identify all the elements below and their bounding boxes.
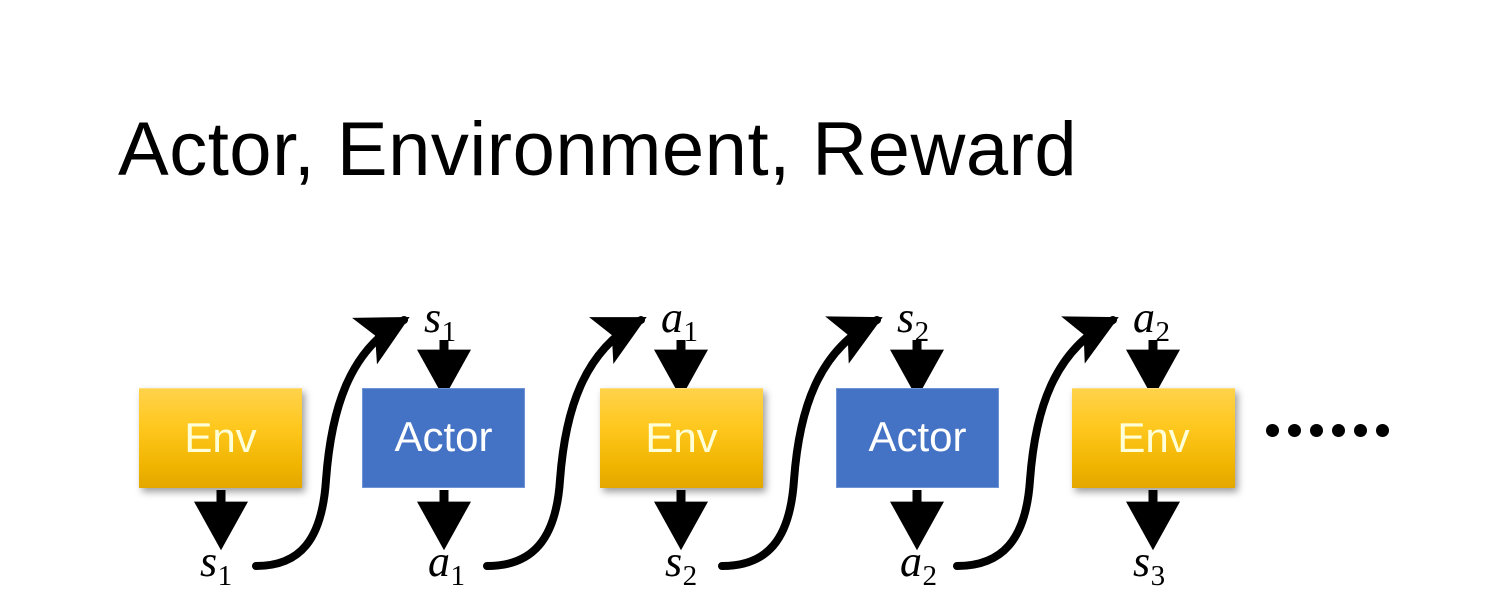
node-box-env-2[interactable]: Env (600, 388, 763, 488)
node-box-actor-2[interactable]: Actor (836, 388, 999, 488)
symbol: s (897, 293, 915, 342)
node-label: Env (1117, 413, 1190, 461)
symbol: a (900, 537, 922, 586)
math-label-bottom-s1: s1 (200, 540, 232, 591)
ellipsis-dot (1266, 424, 1279, 437)
node-label: Actor (868, 413, 967, 460)
symbol: s (665, 537, 683, 586)
ellipsis-dot (1376, 424, 1389, 437)
ellipsis-dot (1354, 424, 1367, 437)
ellipsis-dot (1332, 424, 1345, 437)
subscript: 2 (1155, 316, 1171, 349)
node-box-env-1[interactable]: Env (139, 388, 302, 488)
ellipsis-dot-group (1266, 424, 1323, 437)
symbol: s (200, 537, 218, 586)
symbol: a (661, 293, 683, 342)
math-label-bottom-s3: s3 (1133, 540, 1165, 591)
ellipsis-dot (1288, 424, 1301, 437)
math-label-bottom-s2: s2 (665, 540, 697, 591)
math-label-top-a1: a1 (661, 296, 698, 347)
symbol: a (428, 537, 450, 586)
subscript: 1 (683, 316, 699, 349)
math-label-bottom-a2: a2 (900, 540, 937, 591)
subscript: 2 (682, 560, 698, 593)
subscript: 3 (1150, 560, 1166, 593)
node-box-env-3[interactable]: Env (1072, 388, 1235, 488)
math-label-top-a2: a2 (1133, 296, 1170, 347)
subscript: 2 (914, 316, 930, 349)
math-label-top-s2: s2 (897, 296, 929, 347)
ellipsis-continuation (1266, 424, 1389, 437)
subscript: 1 (217, 560, 233, 593)
node-label: Env (184, 413, 257, 461)
node-box-actor-1[interactable]: Actor (362, 388, 525, 488)
page-title: Actor, Environment, Reward (118, 107, 1078, 192)
math-label-top-s1: s1 (424, 296, 456, 347)
ellipsis-dot-group (1332, 424, 1389, 437)
ellipsis-dot (1310, 424, 1323, 437)
math-label-bottom-a1: a1 (428, 540, 465, 591)
node-label: Actor (394, 413, 493, 460)
symbol: s (1133, 537, 1151, 586)
symbol: s (424, 293, 442, 342)
subscript: 2 (922, 560, 938, 593)
subscript: 1 (450, 560, 466, 593)
node-label: Env (645, 413, 718, 461)
symbol: a (1133, 293, 1155, 342)
subscript: 1 (441, 316, 457, 349)
